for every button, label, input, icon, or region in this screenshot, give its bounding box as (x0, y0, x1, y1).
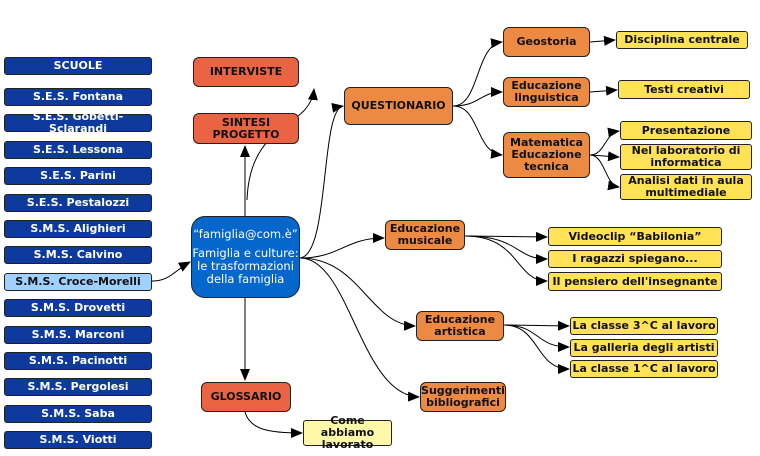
node-questionario[interactable]: QUESTIONARIO (344, 87, 453, 125)
node-analisi-dati[interactable]: Analisi dati in aula multimediale (620, 174, 752, 200)
node-videoclip[interactable]: Videoclip “Babilonia” (548, 227, 722, 246)
node-laboratorio[interactable]: Nel laboratorio di informatica (620, 144, 752, 170)
school-item[interactable]: S.E.S. Lessona (4, 140, 152, 159)
center-subtitle: Famiglia e culture: le trasformazioni de… (192, 246, 299, 286)
school-item[interactable]: S.M.S. Viotti (4, 431, 152, 450)
node-come-abbiamo-lavorato[interactable]: Come abbiamo lavorato (303, 415, 392, 451)
node-interviste[interactable]: INTERVISTE (193, 57, 299, 87)
node-classe-1c[interactable]: La classe 1^C al lavoro (570, 360, 718, 378)
node-classe-3c[interactable]: La classe 3^C al lavoro (570, 317, 718, 335)
school-item[interactable]: S.E.S. Fontana (4, 88, 152, 106)
center-title: “famiglia@com.è” (193, 227, 298, 241)
node-presentazione[interactable]: Presentazione (620, 121, 752, 140)
central-node[interactable]: “famiglia@com.è” Famiglia e culture: le … (191, 216, 300, 298)
school-item[interactable]: S.E.S. Parini (4, 167, 152, 186)
node-suggerimenti-bibliografici[interactable]: Suggerimenti bibliografici (420, 382, 506, 412)
node-galleria[interactable]: La galleria degli artisti (570, 339, 718, 357)
node-educazione-artistica[interactable]: Educazione artistica (416, 311, 504, 341)
school-item[interactable]: S.M.S. Alighieri (4, 220, 152, 238)
node-matematica[interactable]: Matematica Educazione tecnica (503, 132, 590, 178)
node-sintesi-progetto[interactable]: SINTESI PROGETTO (193, 113, 299, 144)
school-item[interactable]: S.M.S. Marconi (4, 325, 152, 344)
node-educazione-musicale[interactable]: Educazione musicale (385, 220, 465, 250)
school-item[interactable]: S.E.S. Gobetti-Sclarandi (4, 111, 152, 135)
node-testi-creativi[interactable]: Testi creativi (618, 80, 750, 99)
school-item[interactable]: S.M.S. Calvino (4, 246, 152, 265)
node-glossario[interactable]: GLOSSARIO (201, 382, 291, 412)
school-item[interactable]: S.E.S. Pestalozzi (4, 193, 152, 212)
school-item[interactable]: S.M.S. Pergolesi (4, 378, 152, 397)
node-ragazzi-spiegano[interactable]: I ragazzi spiegano... (548, 250, 722, 268)
school-item[interactable]: S.M.S. Croce-Morelli (4, 272, 152, 291)
node-pensiero-insegnante[interactable]: Il pensiero dell'insegnante (548, 272, 722, 291)
node-geostoria[interactable]: Geostoria (503, 27, 590, 57)
school-item[interactable]: S.M.S. Saba (4, 404, 152, 423)
school-item[interactable]: S.M.S. Pacinotti (4, 352, 152, 370)
schools-header[interactable]: SCUOLE (4, 57, 152, 75)
school-item[interactable]: S.M.S. Drovetti (4, 299, 152, 318)
node-disciplina-centrale[interactable]: Disciplina centrale (616, 31, 748, 49)
node-educazione-linguistica[interactable]: Educazione linguistica (503, 77, 590, 107)
